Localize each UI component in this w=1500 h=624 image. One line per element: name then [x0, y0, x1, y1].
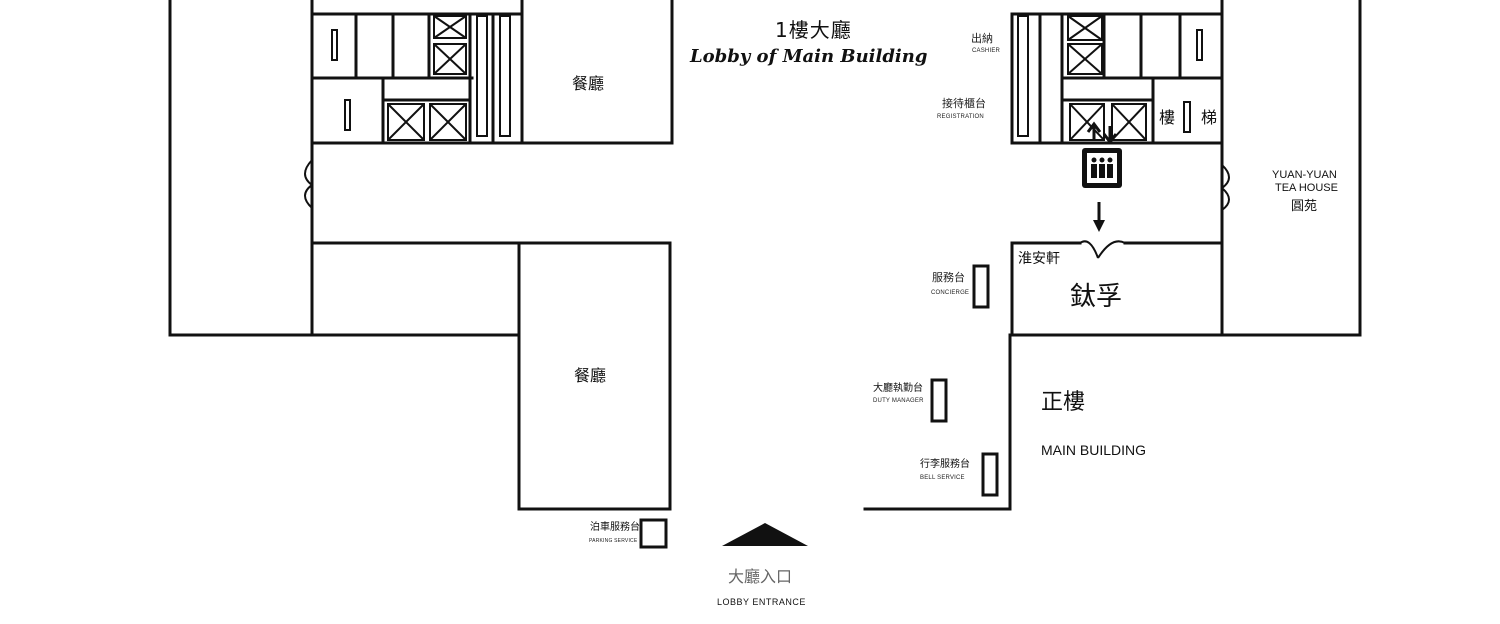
restaurant-bottom-label: 餐廳	[574, 366, 607, 385]
entrance-arrow-icon	[722, 523, 808, 546]
tea-house-zh: 圓苑	[1291, 199, 1318, 214]
entrance-zh: 大廳入口	[728, 567, 793, 586]
down-arrow-icon	[1093, 202, 1105, 232]
duty-manager-en: DUTY MANAGER	[873, 398, 924, 404]
parking-service-zh: 泊車服務台	[590, 522, 640, 533]
elevator-icon	[1082, 121, 1122, 188]
title-zh: 1樓大廳	[775, 18, 852, 42]
concierge-en: CONCIERGE	[931, 290, 970, 296]
bell-service-en: BELL SERVICE	[920, 475, 965, 481]
cashier-zh: 出納	[971, 32, 993, 45]
restaurant-bottom-room	[517, 241, 672, 511]
title-en: Lobby of Main Building	[690, 46, 928, 67]
stairs-label-1: 樓	[1159, 108, 1176, 127]
registration-zh: 接待櫃台	[942, 97, 986, 110]
restaurant-top-label: 餐廳	[572, 74, 605, 93]
main-building-en: MAIN BUILDING	[1041, 442, 1147, 458]
parking-service-en: PARKING SERVICE	[589, 538, 638, 544]
stairs-label-2: 梯	[1201, 108, 1218, 127]
bell-service-desk	[981, 452, 999, 497]
duty-manager-zh: 大廳執勤台	[873, 383, 923, 394]
huaianxuan-label: 淮安軒	[1018, 251, 1060, 267]
tea-house-en-1: YUAN-YUAN	[1272, 169, 1337, 181]
concierge-desk	[972, 264, 990, 309]
taipu-label: 鈦孚	[1070, 282, 1123, 312]
door-icon	[304, 159, 1230, 259]
registration-en: REGISTRATION	[937, 114, 984, 120]
duty-manager-desk	[930, 378, 948, 423]
cashier-en: CASHIER	[972, 48, 1001, 54]
wall-left-outer	[168, 0, 314, 337]
entrance-en: LOBBY ENTRANCE	[717, 597, 806, 607]
bell-service-zh: 行李服務台	[920, 459, 970, 470]
parking-service-desk	[639, 518, 668, 549]
wall-restaurant-top	[520, 0, 674, 145]
wall-main-building	[863, 333, 1012, 511]
tea-house-en-2: TEA HOUSE	[1275, 182, 1338, 194]
main-building-zh: 正樓	[1041, 390, 1086, 415]
concierge-zh: 服務台	[932, 271, 965, 284]
wall-right-outer	[1220, 0, 1362, 337]
